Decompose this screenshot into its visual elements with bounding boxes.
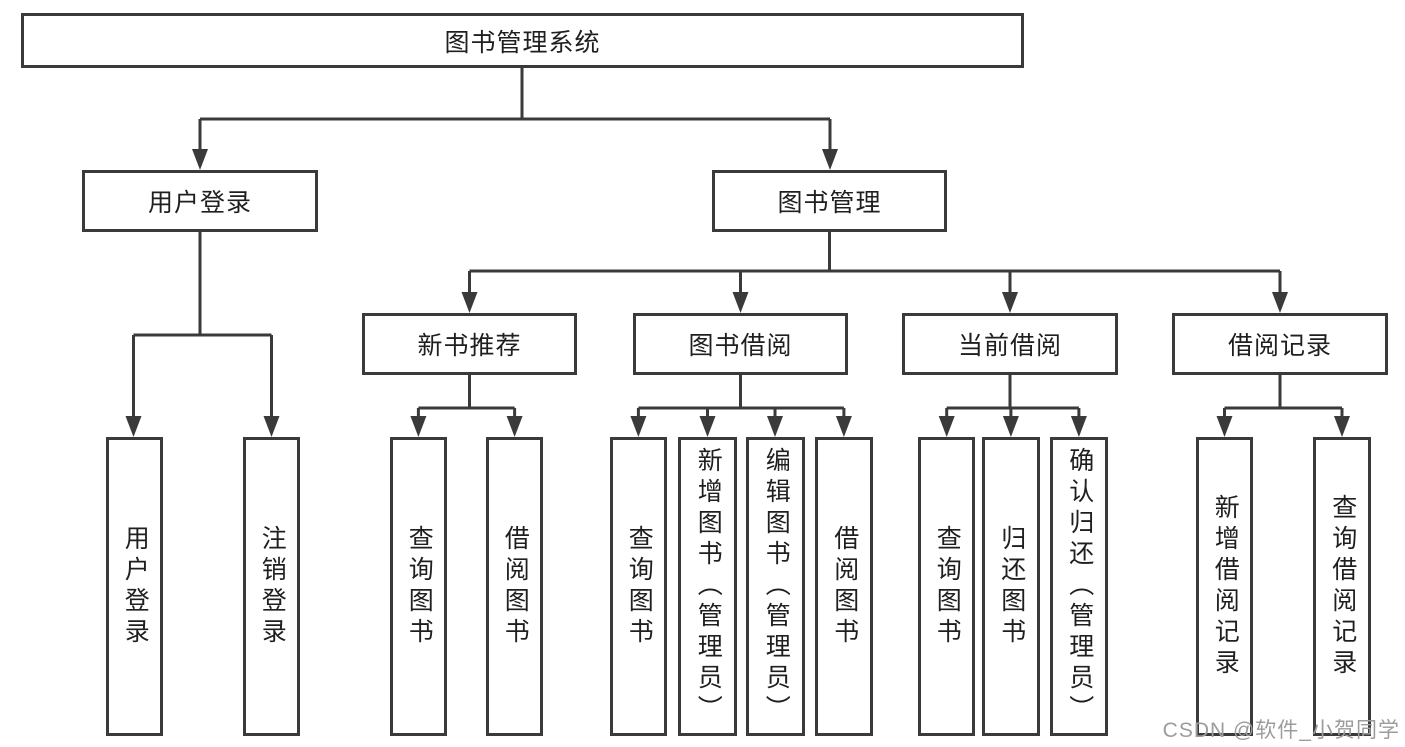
leaf-recommend-borrow-books: 借阅图书 (486, 437, 543, 736)
node-book-management: 图书管理 (712, 170, 947, 232)
leaf-confirm-return-admin: 确认归还（管理员） (1050, 437, 1108, 736)
leaf-borrowing-search-books: 查询图书 (610, 437, 667, 736)
node-library-management-system: 图书管理系统 (21, 13, 1024, 68)
leaf-edit-books-admin: 编辑图书（管理员） (746, 437, 805, 736)
leaf-return-books: 归还图书 (982, 437, 1040, 736)
node-borrowing-records: 借阅记录 (1172, 313, 1388, 375)
leaf-recommend-search-books: 查询图书 (390, 437, 447, 736)
csdn-watermark: CSDN @软件_小贺同学 (1162, 719, 1400, 742)
node-new-book-recommendation: 新书推荐 (362, 313, 577, 375)
node-book-borrowing: 图书借阅 (633, 313, 848, 375)
leaf-add-borrowing-record: 新增借阅记录 (1196, 437, 1253, 736)
leaf-logout: 注销登录 (243, 437, 300, 736)
leaf-search-borrowing-record: 查询借阅记录 (1313, 437, 1371, 736)
node-current-borrowing: 当前借阅 (902, 313, 1118, 375)
node-user-login: 用户登录 (82, 170, 318, 232)
leaf-borrow-books: 借阅图书 (815, 437, 873, 736)
leaf-current-search-books: 查询图书 (918, 437, 975, 736)
leaf-user-login: 用户登录 (106, 437, 163, 736)
leaf-add-books-admin: 新增图书（管理员） (678, 437, 737, 736)
